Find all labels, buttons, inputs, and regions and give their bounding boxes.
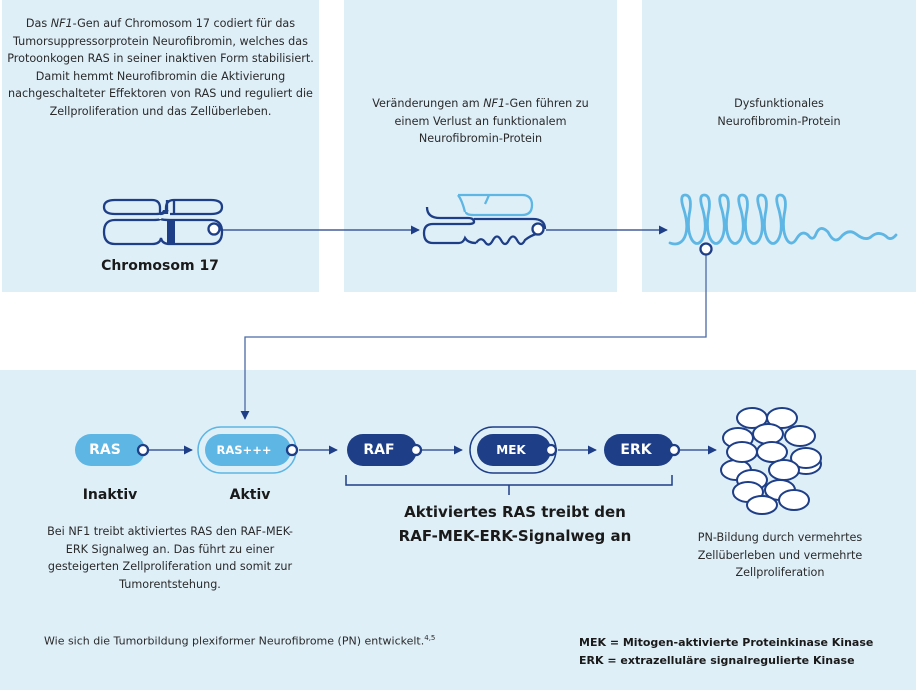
abbreviation-erk: ERK = extrazelluläre signalregulierte Ki… — [579, 654, 855, 667]
node-erk: ERK — [604, 434, 681, 466]
node-mek: MEK — [469, 426, 558, 474]
pathway-bracket-label: Aktiviertes RAS treibt den RAF-MEK-ERK-S… — [340, 500, 690, 548]
pathway-bracket-label-line1: Aktiviertes RAS treibt den — [404, 503, 626, 521]
abbreviations: MEK = Mitogen-aktivierte Proteinkinase K… — [579, 634, 873, 670]
node-ras-active: RAS+++ — [197, 426, 299, 474]
ras-inactive-state-label: Inaktiv — [82, 487, 138, 503]
protein-panel — [642, 0, 916, 292]
mutation-panel — [344, 0, 617, 292]
gene-description: Das NF1-Gen auf Chromosom 17 codiert für… — [7, 17, 314, 118]
protein-description: Dysfunktionales Neurofibromin-Protein — [717, 97, 841, 128]
node-mek-label: MEK — [496, 443, 526, 457]
mutated-chromosome-icon — [422, 193, 547, 246]
mutation-description: Veränderungen am NF1-Gen führen zu einem… — [372, 97, 589, 145]
chromosome-node — [207, 222, 221, 236]
mutation-node — [531, 222, 545, 236]
chromosome-label: Chromosom 17 — [101, 258, 219, 274]
caption-references: 4,5 — [424, 634, 436, 642]
figure-caption: Wie sich die Tumorbildung plexiformer Ne… — [44, 634, 436, 648]
outcome-description: PN-Bildung durch vermehrtes Zellüberlebe… — [697, 531, 863, 579]
node-raf: RAF — [347, 434, 423, 466]
protein-node — [699, 242, 713, 256]
abbreviation-mek: MEK = Mitogen-aktivierte Proteinkinase K… — [579, 636, 874, 649]
node-raf-label: RAF — [363, 442, 394, 458]
chromosome-icon — [102, 198, 224, 246]
pathway-bracket — [345, 475, 673, 495]
ras-description: Bei NF1 treibt aktiviertes RAS den RAF-M… — [47, 525, 293, 591]
node-erk-label: ERK — [620, 442, 652, 458]
node-ras-inactive-label: RAS — [89, 442, 121, 458]
ras-active-state-label: Aktiv — [229, 487, 271, 503]
node-ras-active-label: RAS+++ — [217, 443, 272, 457]
node-ras-inactive: RAS — [75, 434, 150, 466]
connector-protein-to-ras — [240, 250, 707, 420]
chromosome-band — [167, 220, 175, 244]
pathway-bracket-label-line2: RAF-MEK-ERK-Signalweg an — [398, 527, 632, 545]
cell-cluster-icon — [720, 407, 822, 515]
gene-panel — [2, 0, 319, 292]
dysfunctional-protein-icon — [668, 193, 898, 246]
